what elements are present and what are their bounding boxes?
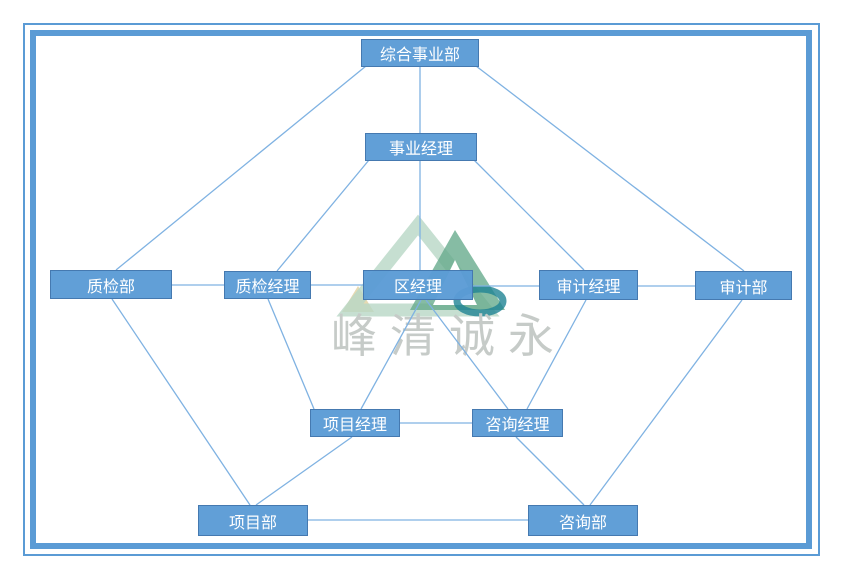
node-label: 质检经理	[235, 279, 300, 296]
node-label: 审计经理	[556, 279, 621, 296]
node-shiye[interactable]: 事业经理	[365, 133, 477, 161]
node-zhijianjingli[interactable]: 质检经理	[224, 271, 311, 299]
node-xiangmubu[interactable]: 项目部	[198, 505, 308, 536]
node-label: 咨询经理	[485, 417, 550, 434]
node-label: 审计部	[719, 279, 768, 297]
node-label: 项目经理	[322, 417, 387, 434]
node-label: 事业经理	[388, 141, 453, 158]
node-label: 项目部	[228, 514, 277, 532]
node-label: 综合事业部	[379, 47, 460, 64]
node-shenjibu[interactable]: 审计部	[695, 271, 792, 300]
watermark-text: 峰清诚永	[331, 310, 567, 362]
node-zixunbu[interactable]: 咨询部	[528, 505, 638, 536]
node-zhijianbu[interactable]: 质检部	[50, 270, 172, 299]
node-xiangmujingli[interactable]: 项目经理	[310, 409, 400, 437]
inner-frame-border	[30, 30, 812, 549]
node-zixunjingli[interactable]: 咨询经理	[472, 409, 563, 437]
node-zonghe[interactable]: 综合事业部	[361, 39, 479, 67]
node-label: 咨询部	[558, 514, 607, 532]
outer-frame-border	[23, 23, 820, 556]
node-label: 区经理	[393, 279, 442, 296]
node-label: 质检部	[86, 278, 135, 296]
node-qujingli[interactable]: 区经理	[363, 270, 473, 300]
node-shenjijingli[interactable]: 审计经理	[539, 270, 638, 300]
